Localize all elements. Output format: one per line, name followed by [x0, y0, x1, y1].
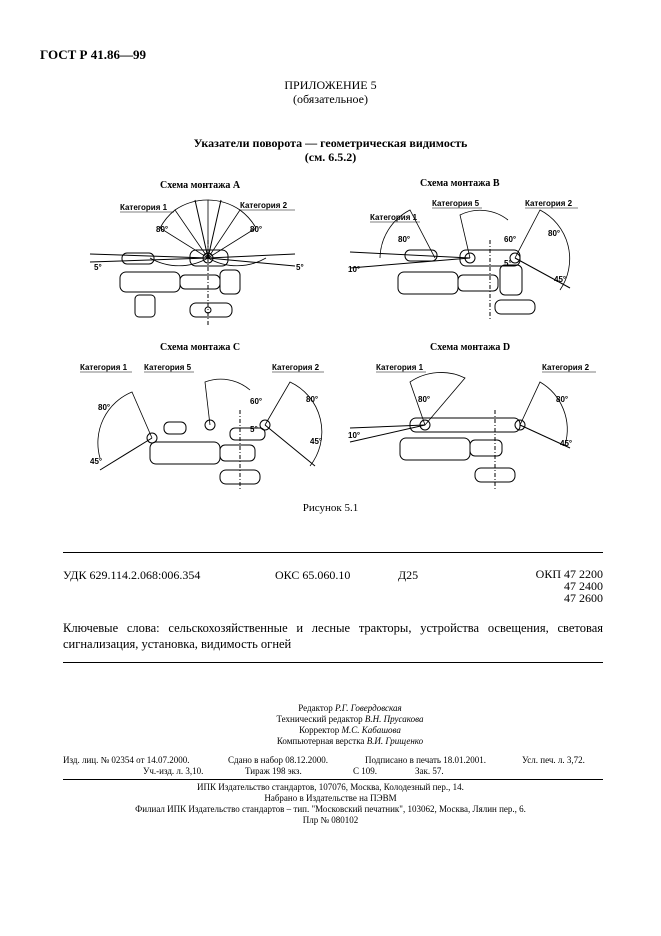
imprint-sent: Сдано в набор 08.12.2000. [228, 755, 329, 765]
figure-title: Указатели поворота — геометрическая види… [0, 136, 661, 164]
scheme-b-angle-3: 80° [548, 229, 560, 238]
keywords: Ключевые слова: сельскохозяйственные и л… [63, 621, 603, 651]
scheme-a-cat2-label: Категория 2 [240, 201, 288, 210]
staff-layout: Компьютерная верстка В.И. Грищенко [276, 736, 424, 746]
scheme-b-title: Схема монтажа В [420, 178, 500, 189]
okp-code-2: 47 2400 [564, 579, 603, 593]
publisher-line-2: Набрано в Издательстве на ПЭВМ [264, 793, 397, 803]
scheme-c-angle-2: 60° [250, 397, 262, 406]
appendix-note: (обязательное) [293, 92, 368, 106]
udk-code: УДК 629.114.2.068:006.354 [63, 568, 201, 582]
scheme-c-angle-4: 45° [90, 457, 102, 466]
scheme-b-angle-5: 5° [504, 259, 512, 268]
scheme-d-angle-4: 45° [560, 439, 572, 448]
imprint-signed: Подписано в печать 18.01.2001. [365, 755, 487, 765]
scheme-c-angle-1: 80° [98, 403, 110, 412]
scheme-a-title: Схема монтажа А [160, 180, 241, 191]
oks-code: ОКС 65.060.10 [275, 568, 351, 582]
scheme-c-cat5-label: Категория 5 [144, 363, 192, 372]
scheme-c-angle-6: 45° [310, 437, 322, 446]
editorial-staff: Редактор Р.Г. Говердовская Технический р… [150, 703, 550, 747]
scheme-b-cat2-label: Категория 2 [525, 199, 573, 208]
scheme-d-title: Схема монтажа D [430, 342, 510, 353]
appendix-heading: ПРИЛОЖЕНИЕ 5 (обязательное) [0, 78, 661, 106]
scheme-c-title: Схема монтажа С [160, 342, 240, 353]
okp-code-1: ОКП 47 2200 [535, 567, 603, 581]
publisher-line-4: Плр № 080102 [302, 815, 359, 825]
scheme-a-cat1-label: Категория 1 [120, 203, 168, 212]
imprint-run: Тираж 198 экз. [245, 766, 302, 776]
scheme-d-angle-3: 10° [348, 431, 360, 440]
scheme-c-angle-5: 5° [250, 425, 258, 434]
scheme-b-angle-1: 80° [398, 235, 410, 244]
scheme-a-angle-2: 80° [250, 225, 262, 234]
imprint-pub-sheets: Уч.-изд. л. 3,10. [143, 766, 204, 776]
scheme-d-angle-1: 80° [418, 395, 430, 404]
scheme-b-angle-4: 10° [348, 265, 360, 274]
publisher-line-1: ИПК Издательство стандартов, 107076, Мос… [197, 782, 464, 792]
imprint-order: Зак. 57. [415, 766, 444, 776]
scheme-a: Схема монтажа А Категория 1 Категория 2 … [89, 180, 304, 325]
scheme-a-angle-3: 5° [94, 263, 102, 272]
okp-codes: ОКП 47 2200 47 2400 47 2600 [523, 568, 603, 604]
imprint-c: С 109. [353, 766, 378, 776]
divider-bottom [63, 662, 603, 663]
figure-title-line1: Указатели поворота — геометрическая види… [193, 136, 468, 150]
scheme-b: Схема монтажа В Категория 1 Категория 5 … [348, 178, 578, 320]
scheme-b-angle-6: 45° [554, 275, 566, 284]
scheme-b-cat5-label: Категория 5 [432, 199, 480, 208]
scheme-c-angle-3: 80° [306, 395, 318, 404]
document-header: ГОСТ Р 41.86—99 [40, 47, 146, 62]
scheme-b-angle-2: 60° [504, 235, 516, 244]
okp-code-3: 47 2600 [564, 591, 603, 605]
scheme-d-angle-2: 80° [556, 395, 568, 404]
staff-tech-editor: Технический редактор В.Н. Прусакова [276, 714, 424, 724]
scheme-d: Схема монтажа D Категория 1 Категория 2 … [348, 342, 596, 490]
scheme-c-cat1-label: Категория 1 [80, 363, 128, 372]
figure-caption: Рисунок 5.1 [302, 502, 359, 514]
scheme-a-angle-4: 5° [296, 263, 304, 272]
imprint-print-sheets: Усл. печ. л. 3,72. [522, 755, 585, 765]
figure-title-line2: (см. 6.5.2) [304, 150, 357, 164]
appendix-title: ПРИЛОЖЕНИЕ 5 [284, 78, 377, 92]
scheme-d-cat2-label: Категория 2 [542, 363, 590, 372]
publisher-line-3: Филиал ИПК Издательство стандартов – тип… [135, 804, 526, 814]
scheme-c: Схема монтажа С Категория 1 Категория 5 … [80, 342, 324, 490]
scheme-a-angle-1: 80° [156, 225, 168, 234]
divider-imprint [63, 779, 603, 780]
imprint-license: Изд. лиц. № 02354 от 14.07.2000. [63, 755, 190, 765]
figure-5-1-drawing: Схема монтажа А Категория 1 Категория 2 … [80, 178, 596, 490]
scheme-b-cat1-label: Категория 1 [370, 213, 418, 222]
publisher-info: ИПК Издательство стандартов, 107076, Мос… [0, 782, 661, 826]
divider-top [63, 552, 603, 553]
d-code: Д25 [398, 568, 419, 582]
staff-editor: Редактор Р.Г. Говердовская [298, 703, 402, 713]
scheme-d-cat1-label: Категория 1 [376, 363, 424, 372]
staff-corrector: Корректор М.С. Кабашова [299, 725, 401, 735]
scheme-c-cat2-label: Категория 2 [272, 363, 320, 372]
